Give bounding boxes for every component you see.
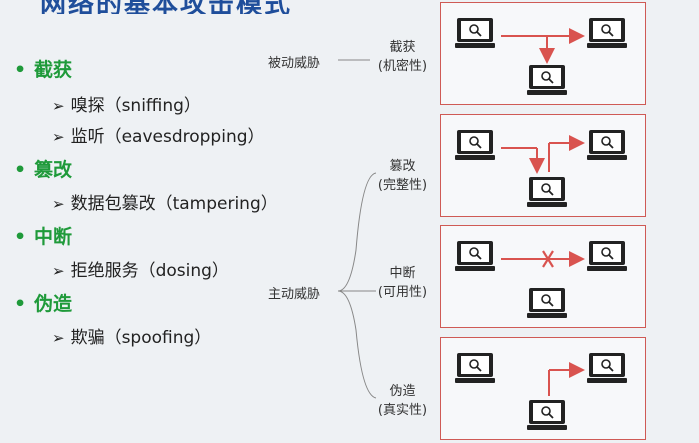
- attack-property: (真实性): [377, 403, 428, 418]
- active-threat-label: 主动威胁: [268, 287, 321, 302]
- sub-arrow-icon: ➢: [52, 195, 65, 213]
- attack-property: (可用性): [377, 285, 428, 300]
- panel-tamper: [440, 114, 646, 217]
- sub-arrow-icon: ➢: [52, 329, 65, 347]
- bullet-dot: •: [14, 59, 27, 81]
- attack-name: 中断: [389, 266, 416, 281]
- intercept-flow: [501, 28, 585, 64]
- category-tamper: • 篡改: [14, 155, 72, 182]
- attack-name: 伪造: [389, 384, 416, 399]
- list-item-label: 嗅探（sniffing）: [70, 96, 201, 116]
- bullet-dot: •: [14, 226, 27, 248]
- attack-property: (完整性): [377, 178, 428, 193]
- list-item-label: 拒绝服务（dosing）: [70, 261, 229, 281]
- panel-intercept: [440, 2, 646, 105]
- category-label: 篡改: [34, 159, 73, 181]
- category-intercept: • 截获: [14, 55, 72, 82]
- attack-label-interrupt: 中断 (可用性): [375, 262, 430, 300]
- computer-icon: [455, 16, 495, 54]
- computer-icon: [455, 351, 495, 389]
- computer-icon: [455, 128, 495, 166]
- category-label: 中断: [34, 226, 73, 248]
- interrupt-flow: [501, 250, 585, 268]
- computer-icon: [587, 351, 627, 389]
- computer-icon: [527, 286, 567, 324]
- computer-icon: [587, 16, 627, 54]
- panel-fabricate: [440, 337, 646, 440]
- computer-icon: [455, 239, 495, 277]
- panel-interrupt: [440, 225, 646, 328]
- bullet-dot: •: [14, 293, 27, 315]
- list-item-label: 欺骗（spoofing）: [70, 328, 212, 348]
- passive-threat-label: 被动威胁: [268, 56, 321, 71]
- list-item-label: 监听（eavesdropping）: [70, 127, 265, 147]
- computer-icon: [587, 239, 627, 277]
- list-item: ➢ 欺骗（spoofing）: [52, 323, 211, 348]
- title-strip: 网络的基本攻击模式: [0, 0, 699, 14]
- list-item: ➢ 数据包篡改（tampering）: [52, 189, 278, 214]
- computer-icon: [587, 128, 627, 166]
- list-item-label: 数据包篡改（tampering）: [70, 194, 278, 214]
- category-interrupt: • 中断: [14, 222, 72, 249]
- computer-icon: [527, 398, 567, 436]
- attack-name: 截获: [389, 40, 416, 55]
- sub-arrow-icon: ➢: [52, 262, 65, 280]
- fabricate-flow: [548, 362, 585, 396]
- computer-icon: [527, 63, 567, 101]
- category-label: 截获: [34, 59, 73, 81]
- category-label: 伪造: [34, 293, 73, 315]
- sub-arrow-icon: ➢: [52, 128, 65, 146]
- bullet-dot: •: [14, 159, 27, 181]
- list-item: ➢ 监听（eavesdropping）: [52, 122, 265, 147]
- page-title: 网络的基本攻击模式: [40, 0, 292, 14]
- attack-property: (机密性): [377, 59, 428, 74]
- tamper-flow: [501, 135, 585, 174]
- attack-label-fabricate: 伪造 (真实性): [375, 380, 430, 418]
- list-item: ➢ 拒绝服务（dosing）: [52, 256, 229, 281]
- sub-arrow-icon: ➢: [52, 97, 65, 115]
- computer-icon: [527, 175, 567, 213]
- attack-name: 篡改: [389, 159, 416, 174]
- category-fabricate: • 伪造: [14, 289, 72, 316]
- attack-label-intercept: 截获 (机密性): [375, 36, 430, 74]
- list-item: ➢ 嗅探（sniffing）: [52, 91, 201, 116]
- attack-label-tamper: 篡改 (完整性): [375, 155, 430, 193]
